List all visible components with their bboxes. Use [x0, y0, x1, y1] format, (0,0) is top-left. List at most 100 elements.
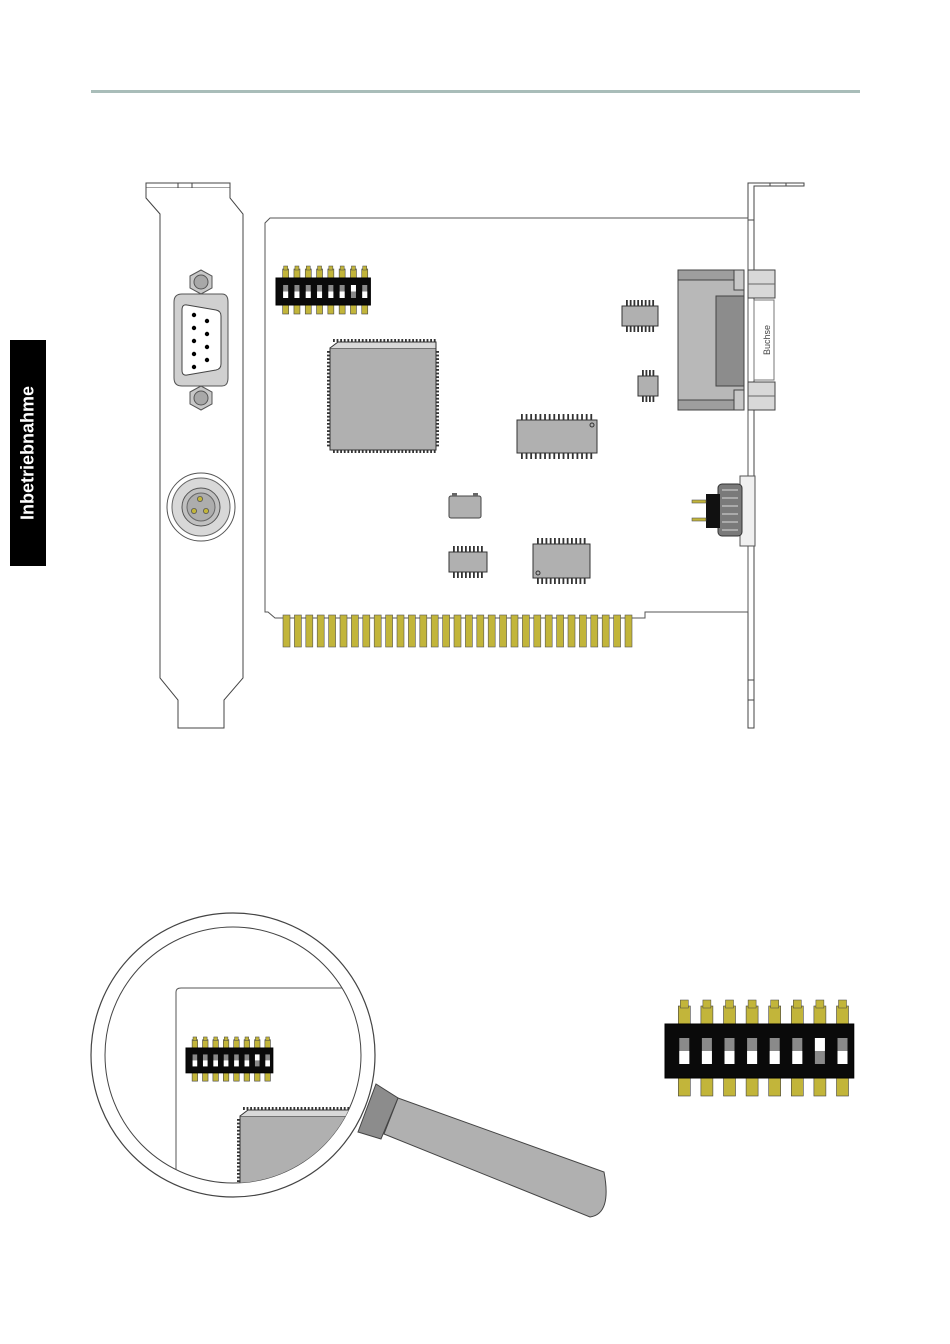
dip-pin [724, 1078, 736, 1096]
plcc-lead [237, 1198, 240, 1200]
dip-toggle [245, 1060, 250, 1066]
soic-lead [572, 453, 574, 459]
plcc-lead [327, 401, 330, 403]
soic-lead [477, 546, 479, 552]
plcc-lead [436, 383, 439, 385]
edge-contact [500, 615, 507, 647]
soic-lead [465, 546, 467, 552]
plcc-lead [420, 1184, 423, 1186]
slot-bracket [146, 183, 243, 728]
soic-lead [558, 414, 560, 420]
soic-lead [567, 538, 569, 544]
dip-toggle [265, 1060, 270, 1066]
plcc-lead [327, 419, 330, 421]
plcc-lead [297, 1226, 299, 1229]
edge-contact [294, 615, 301, 647]
plcc-lead [436, 441, 439, 443]
plcc-lead [237, 1173, 240, 1175]
plcc-lead [420, 1166, 423, 1168]
soic-lead [634, 326, 636, 332]
dip-pin-tip [793, 1000, 801, 1008]
plcc-lead [420, 1202, 423, 1204]
plcc-lead [398, 1226, 400, 1229]
plcc-lead [391, 339, 393, 342]
plcc-lead [327, 445, 330, 447]
soic-lead [649, 326, 651, 332]
plcc-lead [315, 1226, 317, 1229]
plcc-bevel [330, 342, 436, 348]
soic-body [638, 376, 658, 396]
dip-toggle [294, 292, 299, 299]
plcc-lead [420, 1223, 423, 1225]
plcc-lead [237, 1119, 240, 1121]
plcc-lead [340, 1226, 342, 1229]
plcc-lead [237, 1141, 240, 1143]
soic-lead [649, 370, 651, 376]
plcc-lead [355, 450, 357, 453]
plcc-lead [436, 380, 439, 382]
plcc-lead [297, 1107, 299, 1110]
plcc-lead [326, 1107, 328, 1110]
plcc-lead [340, 339, 342, 342]
dip-pin [213, 1040, 219, 1048]
plcc-lead [401, 339, 403, 342]
soic-lead [453, 572, 455, 578]
soic-lead [473, 546, 475, 552]
dip-pin [254, 1040, 260, 1048]
soic-lead [577, 453, 579, 459]
edge-contact [625, 615, 632, 647]
plcc-lead [261, 1107, 263, 1110]
dip-pin [328, 305, 334, 314]
soic-lead [473, 572, 475, 578]
dip-pin [350, 305, 356, 314]
dip-toggle [193, 1060, 198, 1066]
soic-lead [581, 414, 583, 420]
dip-pin [305, 269, 311, 278]
plcc-lead [416, 339, 418, 342]
plcc-lead [275, 1107, 277, 1110]
plcc-lead [436, 355, 439, 357]
plcc-lead [293, 1226, 295, 1229]
dip-pin [317, 305, 323, 314]
edge-contact [522, 615, 529, 647]
dip-pin [244, 1040, 250, 1048]
plcc-lead [237, 1151, 240, 1153]
dip-pin-tip [816, 1000, 824, 1008]
plcc-lead [436, 369, 439, 371]
plcc-lead [436, 445, 439, 447]
dip-toggle [815, 1038, 825, 1051]
dip-pin [701, 1006, 713, 1024]
dip-pin-tip [318, 266, 322, 270]
soic-lead [572, 414, 574, 420]
plcc-lead [351, 339, 353, 342]
dip-pin [791, 1078, 803, 1096]
dip-toggle [340, 292, 345, 299]
soic-lead [586, 414, 588, 420]
plcc-lead [380, 450, 382, 453]
plcc-lead [265, 1226, 267, 1229]
plcc-lead [409, 339, 411, 342]
dip-pin [305, 305, 311, 314]
soic-lead [481, 546, 483, 552]
dip-pin [769, 1006, 781, 1024]
soic-body [449, 552, 487, 572]
plcc-lead [423, 339, 425, 342]
plcc-lead [293, 1107, 295, 1110]
plcc-lead [427, 339, 429, 342]
plcc-lead [405, 339, 407, 342]
plcc-lead [333, 339, 335, 342]
plcc-lead [369, 339, 371, 342]
dip-pin [254, 1073, 260, 1081]
dip-pin [837, 1006, 849, 1024]
soic-lead [642, 370, 644, 376]
dip-switch-detail [665, 1000, 854, 1096]
soic-lead [626, 300, 628, 306]
soic-lead [590, 453, 592, 459]
plcc-lead [436, 434, 439, 436]
plcc-lead [279, 1226, 281, 1229]
plcc-lead [337, 1107, 339, 1110]
plcc-lead [420, 1216, 423, 1218]
plcc-lead [304, 1226, 306, 1229]
edge-contact [408, 615, 415, 647]
plcc-lead [401, 450, 403, 453]
